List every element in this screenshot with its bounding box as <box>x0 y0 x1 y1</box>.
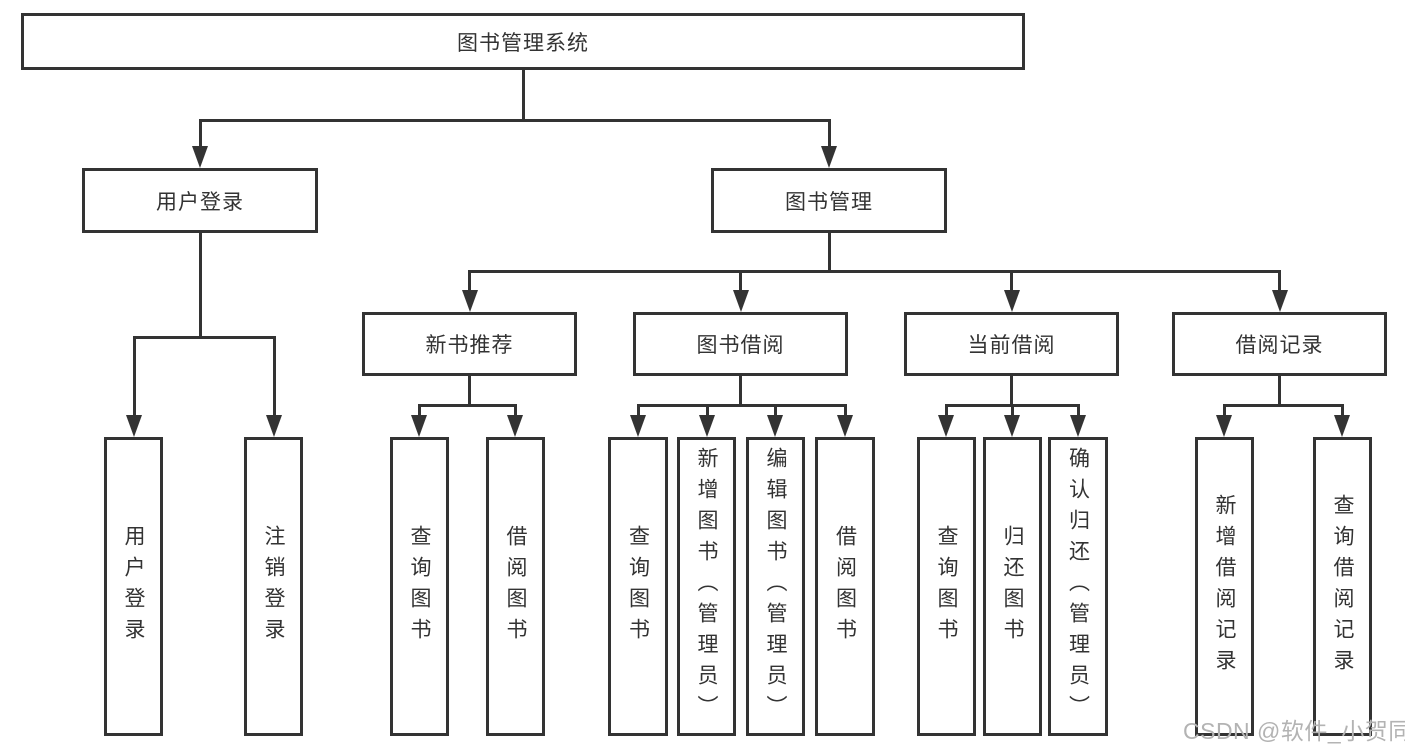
connector-line <box>272 336 276 418</box>
leaf-label: 查询借阅记录 <box>1331 493 1354 680</box>
arrow-down-icon <box>1003 290 1020 312</box>
leaf-add-book-admin: 新增图书（管理员） <box>677 437 736 736</box>
leaf-return-books: 归还图书 <box>983 437 1042 736</box>
node-label: 图书管理系统 <box>457 31 589 55</box>
connector-line <box>739 270 742 293</box>
arrow-down-icon <box>1070 415 1086 437</box>
connector-line <box>1278 376 1281 407</box>
connector-line <box>1222 404 1344 407</box>
leaf-label: 查询图书 <box>408 524 431 649</box>
leaf-edit-book-admin: 编辑图书（管理员） <box>746 437 805 736</box>
node-new-book-recommend: 新书推荐 <box>362 312 577 376</box>
node-user-login: 用户登录 <box>82 168 318 233</box>
connector-line <box>1222 404 1226 418</box>
arrow-down-icon <box>461 290 478 312</box>
connector-line <box>198 119 831 122</box>
connector-line <box>773 404 777 418</box>
connector-line <box>1340 404 1344 418</box>
node-library-system: 图书管理系统 <box>21 13 1025 70</box>
connector-line <box>132 336 276 339</box>
leaf-user-login: 用户登录 <box>104 437 163 736</box>
connector-line <box>1010 404 1014 418</box>
arrow-down-icon <box>1334 415 1350 437</box>
connector-line <box>1278 270 1281 293</box>
leaf-label: 用户登录 <box>122 524 145 649</box>
node-borrow-records: 借阅记录 <box>1172 312 1387 376</box>
connector-line <box>513 404 517 418</box>
connector-line <box>843 404 847 418</box>
connector-line <box>468 376 471 407</box>
leaf-label: 确认归还（管理员） <box>1066 447 1090 726</box>
leaf-query-books-recommend: 查询图书 <box>390 437 449 736</box>
arrow-down-icon <box>699 415 715 437</box>
connector-line <box>417 404 517 407</box>
leaf-label: 新增图书（管理员） <box>695 447 718 726</box>
leaf-borrow-books-recommend: 借阅图书 <box>486 437 545 736</box>
node-current-borrow: 当前借阅 <box>904 312 1119 376</box>
leaf-label: 编辑图书（管理员） <box>764 447 787 726</box>
connector-line <box>827 119 831 150</box>
connector-line <box>739 376 742 407</box>
node-book-borrow: 图书借阅 <box>633 312 848 376</box>
connector-line <box>198 233 202 339</box>
connector-line <box>827 232 831 273</box>
leaf-query-books-current: 查询图书 <box>917 437 976 736</box>
node-label: 新书推荐 <box>425 334 514 357</box>
node-label: 图书借阅 <box>696 334 785 357</box>
connector-line <box>1010 270 1013 293</box>
arrow-down-icon <box>938 415 954 437</box>
arrow-down-icon <box>126 415 142 437</box>
leaf-query-books-borrow: 查询图书 <box>608 437 668 736</box>
connector-line <box>521 70 525 119</box>
connector-line <box>1076 404 1080 418</box>
connector-line <box>944 404 948 418</box>
node-book-management: 图书管理 <box>711 168 947 233</box>
arrow-down-icon <box>1216 415 1232 437</box>
arrow-down-icon <box>192 146 208 168</box>
leaf-add-borrow-record: 新增借阅记录 <box>1195 437 1254 736</box>
connector-line <box>417 404 421 418</box>
arrow-down-icon <box>837 415 853 437</box>
connector-line <box>198 119 202 150</box>
leaf-label: 查询图书 <box>935 524 958 649</box>
leaf-label: 注销登录 <box>262 524 285 649</box>
leaf-confirm-return-admin: 确认归还（管理员） <box>1048 437 1108 736</box>
arrow-down-icon <box>266 415 282 437</box>
leaf-label: 借阅图书 <box>504 524 527 649</box>
connector-line <box>468 270 471 293</box>
connector-line <box>1010 376 1013 407</box>
leaf-label: 借阅图书 <box>833 524 857 649</box>
arrow-down-icon <box>821 146 837 168</box>
connector-line <box>468 270 1281 273</box>
csdn-watermark: CSDN @软件_小贺同学 <box>1183 718 1405 744</box>
arrow-down-icon <box>411 415 427 437</box>
connector-line <box>636 404 847 407</box>
leaf-label: 查询图书 <box>626 524 650 649</box>
leaf-query-borrow-record: 查询借阅记录 <box>1313 437 1372 736</box>
arrow-down-icon <box>1271 290 1288 312</box>
node-label: 图书管理 <box>785 190 873 214</box>
arrow-down-icon <box>767 415 783 437</box>
arrow-down-icon <box>507 415 523 437</box>
node-label: 当前借阅 <box>967 334 1056 357</box>
connector-line <box>705 404 709 418</box>
arrow-down-icon <box>630 415 646 437</box>
node-label: 用户登录 <box>156 190 244 214</box>
leaf-label: 归还图书 <box>1001 524 1024 649</box>
leaf-label: 新增借阅记录 <box>1213 493 1236 680</box>
arrow-down-icon <box>1004 415 1020 437</box>
node-label: 借阅记录 <box>1235 334 1324 357</box>
leaf-borrow-books-borrow: 借阅图书 <box>815 437 875 736</box>
connector-line <box>132 336 136 418</box>
connector-line <box>636 404 640 418</box>
leaf-logout: 注销登录 <box>244 437 303 736</box>
arrow-down-icon <box>732 290 749 312</box>
